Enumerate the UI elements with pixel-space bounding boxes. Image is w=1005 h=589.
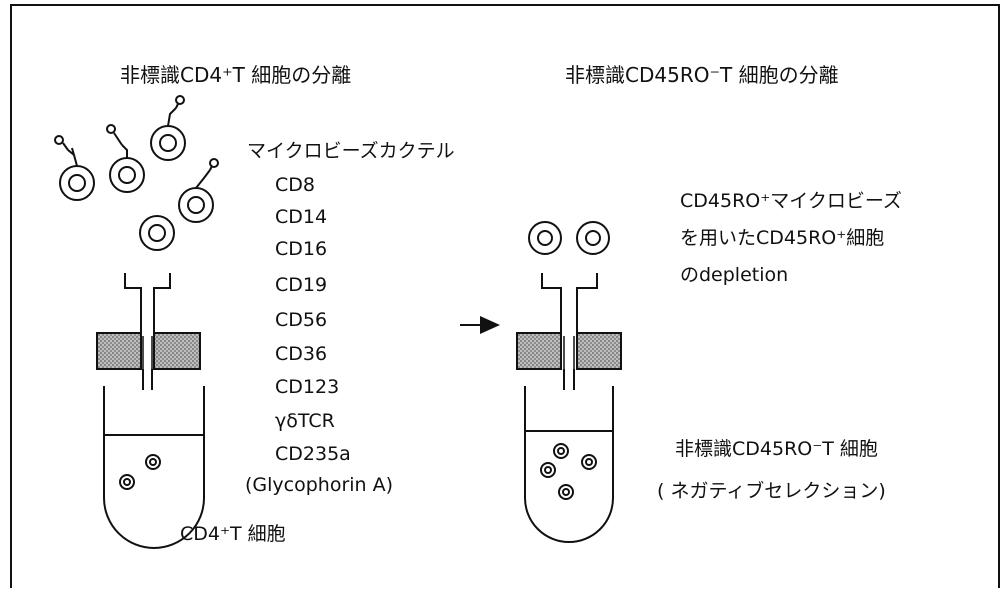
separation-column-right [517, 273, 621, 390]
labeled-cell [55, 136, 94, 200]
labeled-cell [179, 159, 218, 222]
cell [529, 222, 561, 254]
collection-tube-left [104, 386, 204, 548]
process-arrow [460, 316, 500, 334]
cell [140, 216, 174, 250]
labeled-cell [107, 125, 144, 192]
collection-tube-right [525, 386, 613, 542]
cell [577, 222, 609, 254]
separation-column-left [97, 273, 200, 390]
labeled-cell [151, 96, 185, 160]
